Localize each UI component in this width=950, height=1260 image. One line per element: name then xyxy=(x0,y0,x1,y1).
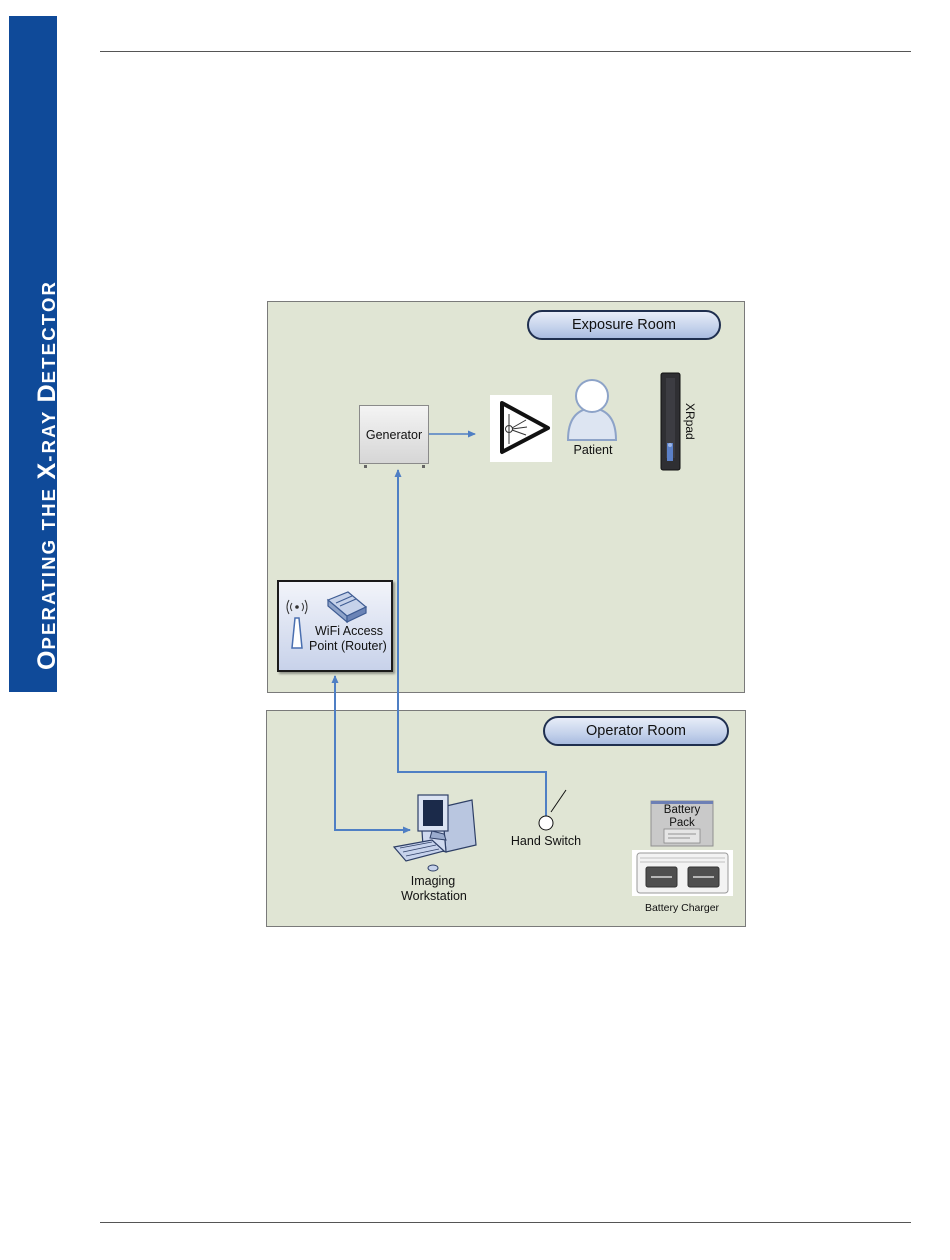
battery-charger-icon xyxy=(632,850,733,896)
detector-label: XRpad xyxy=(683,403,697,440)
antenna-icon xyxy=(287,600,307,648)
battery-charger-label: Battery Charger xyxy=(645,902,720,914)
battery-pack-label-line1: Battery xyxy=(664,804,701,816)
router-icon xyxy=(328,592,366,622)
hand-switch-label: Hand Switch xyxy=(511,834,581,848)
battery-pack-label-line2: Pack xyxy=(669,817,695,829)
patient-icon xyxy=(568,380,616,440)
x-ray-tube-icon xyxy=(490,395,552,462)
patient-label: Patient xyxy=(574,443,613,457)
hand-switch-icon xyxy=(539,790,566,830)
workstation-label-line1: Imaging xyxy=(411,874,456,888)
computer-icon xyxy=(394,795,476,871)
detector-icon xyxy=(661,373,680,470)
hand-switch-to-generator-connector xyxy=(398,470,546,818)
workstation-label-line2: Workstation xyxy=(401,889,467,903)
